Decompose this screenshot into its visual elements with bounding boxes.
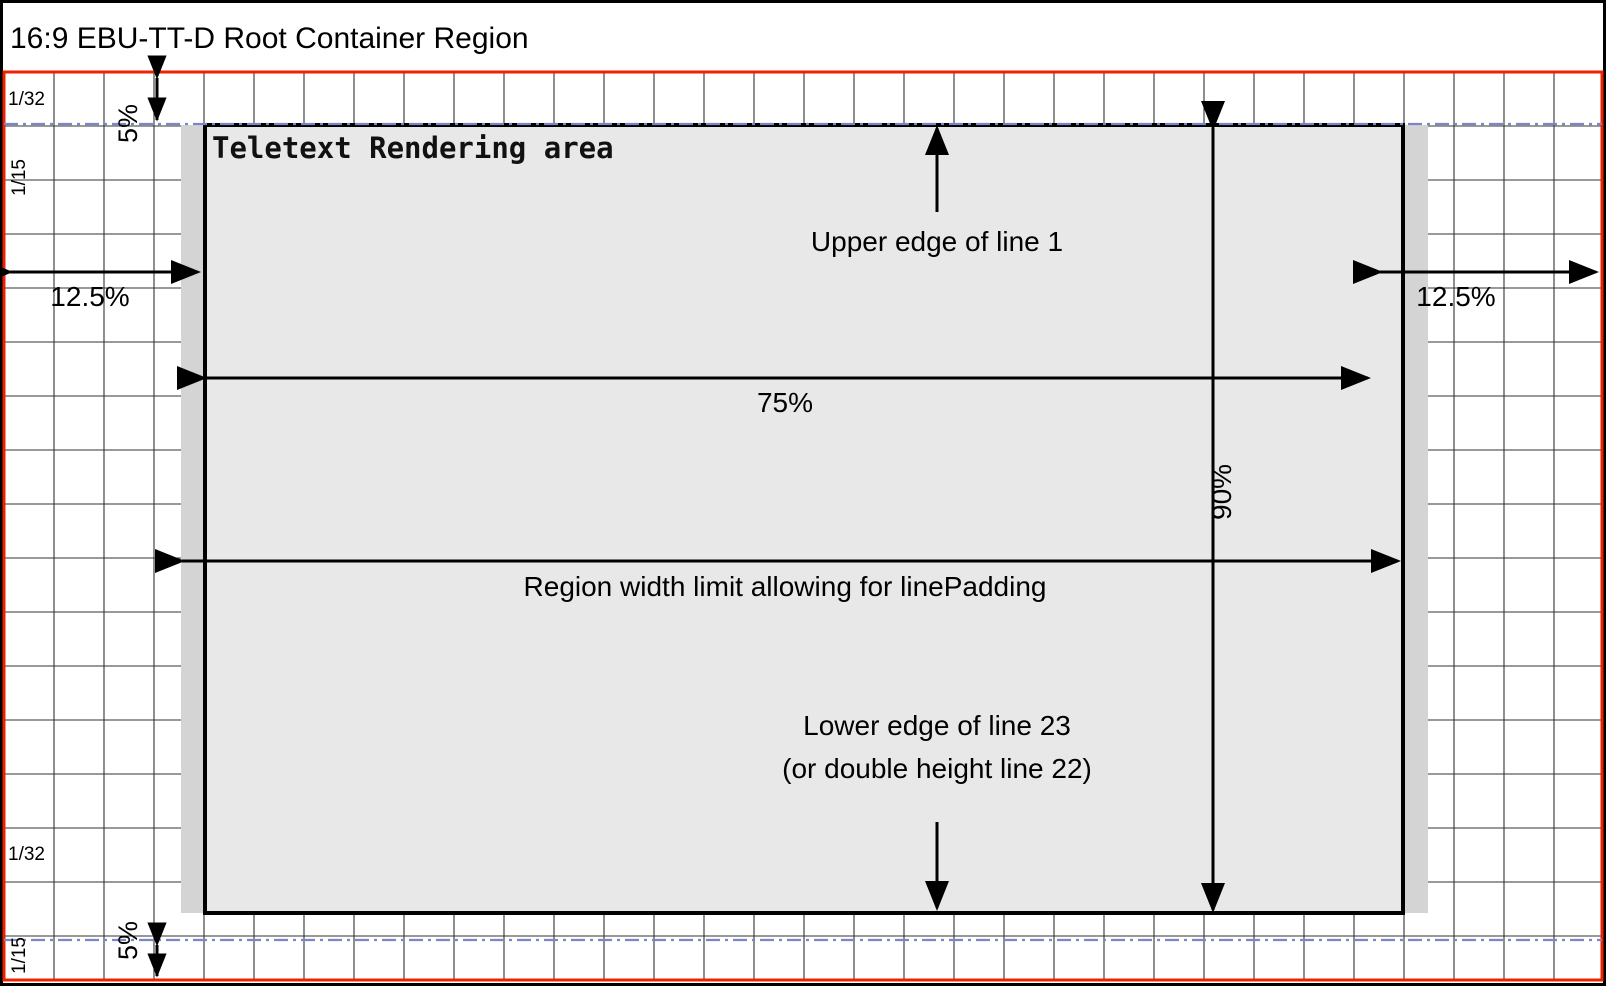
grid-label-bottom-1-32: 1/32 xyxy=(8,844,45,865)
bottom-margin-label: 5% xyxy=(113,920,143,960)
grid-label-bottom-1-15: 1/15 xyxy=(9,937,30,974)
safe-area-guides xyxy=(4,122,1602,942)
lower-edge-label-line2: (or double height line 22) xyxy=(782,753,1092,784)
lower-edge-label-line1: Lower edge of line 23 xyxy=(803,710,1071,741)
height-90-label: 90% xyxy=(1206,463,1237,520)
teletext-rendering-area-label: Teletext Rendering area xyxy=(212,131,614,165)
width-75-label: 75% xyxy=(756,387,814,418)
upper-edge-label: Upper edge of line 1 xyxy=(810,226,1064,257)
line-padding-band xyxy=(181,125,1428,913)
root-container-region-border xyxy=(2,70,1604,982)
grid-label-top-1-15: 1/15 xyxy=(9,159,30,196)
top-margin-label: 5% xyxy=(113,103,143,143)
right-margin-label: 12.5% xyxy=(1416,281,1496,312)
region-width-limit-label: Region width limit allowing for linePadd… xyxy=(523,571,1047,602)
left-margin-label: 12.5% xyxy=(50,281,130,312)
page-title: 16:9 EBU-TT-D Root Container Region xyxy=(10,22,529,55)
grid-label-top-1-32: 1/32 xyxy=(8,89,45,110)
